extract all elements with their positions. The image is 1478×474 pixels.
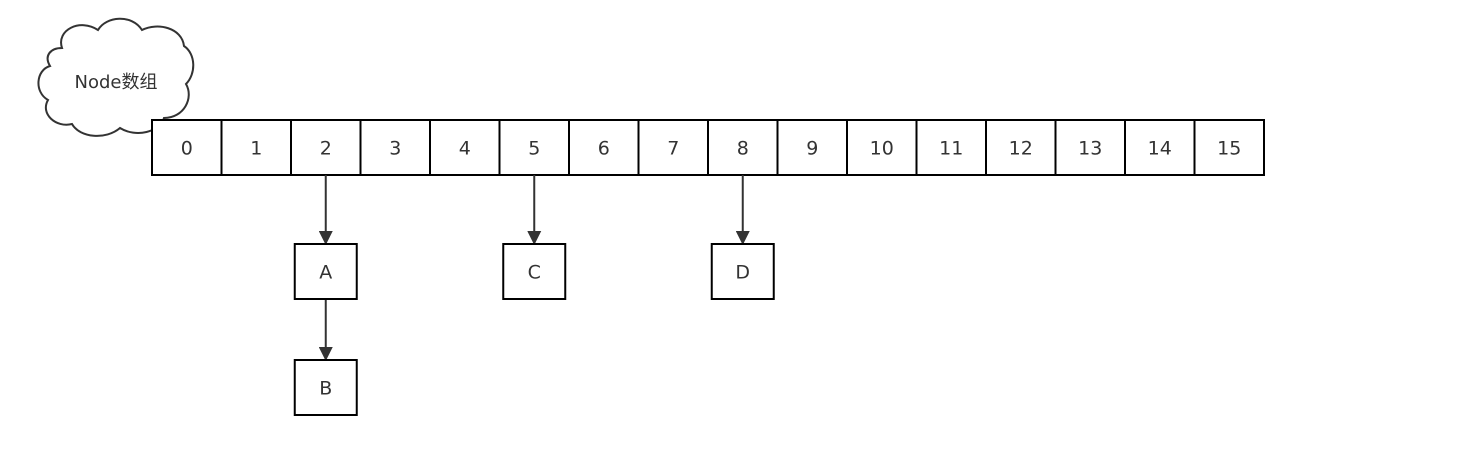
array-cell-9: 9 <box>776 119 848 176</box>
array-cell-box <box>290 119 362 176</box>
array-cell-label: 1 <box>250 138 262 160</box>
node-C: C <box>502 243 567 300</box>
array-cell-3: 3 <box>359 119 431 176</box>
array-cell-12: 12 <box>985 119 1057 176</box>
array-cell-label: 11 <box>939 138 963 160</box>
array-cell-label: 6 <box>598 138 610 160</box>
array-cell-label: 8 <box>737 138 749 160</box>
array-cell-14: 14 <box>1124 119 1196 176</box>
array-cell-box <box>1193 119 1265 176</box>
array-cell-label: 14 <box>1148 138 1172 160</box>
node-box <box>293 243 358 300</box>
array-cell-10: 10 <box>846 119 918 176</box>
array-cell-label: 2 <box>320 138 332 160</box>
array-cell-13: 13 <box>1054 119 1126 176</box>
node-label: C <box>528 262 541 284</box>
array-cell-box <box>220 119 292 176</box>
array-cell-box <box>429 119 501 176</box>
array-cell-box <box>359 119 431 176</box>
array-cell-2: 2 <box>290 119 362 176</box>
array-cell-1: 1 <box>220 119 292 176</box>
array-cell-0: 0 <box>151 119 223 176</box>
node-box <box>293 359 358 416</box>
array-cell-label: 3 <box>389 138 401 160</box>
array-cell-8: 8 <box>707 119 779 176</box>
cloud-label: Node数组 <box>75 72 158 93</box>
array-cell-label: 5 <box>528 138 540 160</box>
array-cell-label: 12 <box>1009 138 1033 160</box>
node-D: D <box>710 243 775 300</box>
array-cell-11: 11 <box>915 119 987 176</box>
array-cell-box <box>915 119 987 176</box>
node-box <box>502 243 567 300</box>
node-label: A <box>319 262 332 284</box>
cloud-shape <box>37 17 195 137</box>
array-cell-15: 15 <box>1193 119 1265 176</box>
array-cell-label: 0 <box>181 138 193 160</box>
array-cell-6: 6 <box>568 119 640 176</box>
array-cell-box <box>776 119 848 176</box>
array-cell-5: 5 <box>498 119 570 176</box>
array-cell-box <box>1124 119 1196 176</box>
node-A: A <box>293 243 358 300</box>
array-cell-label: 13 <box>1078 138 1102 160</box>
node-label: D <box>735 262 750 284</box>
array-cell-label: 7 <box>667 138 679 160</box>
array-cell-box <box>498 119 570 176</box>
nodes: A B C D <box>293 243 775 416</box>
array-cell-label: 9 <box>806 138 818 160</box>
array-cell-label: 10 <box>870 138 894 160</box>
node-label: B <box>319 378 332 400</box>
array-cell-label: 15 <box>1217 138 1241 160</box>
array-cell-box <box>568 119 640 176</box>
array-cell-box <box>1054 119 1126 176</box>
node-box <box>710 243 775 300</box>
array-cell-4: 4 <box>429 119 501 176</box>
node-B: B <box>293 359 358 416</box>
array-cell-label: 4 <box>459 138 471 160</box>
array-cell-7: 7 <box>637 119 709 176</box>
edges <box>318 175 750 361</box>
cloud-callout: Node数组 <box>37 17 195 137</box>
